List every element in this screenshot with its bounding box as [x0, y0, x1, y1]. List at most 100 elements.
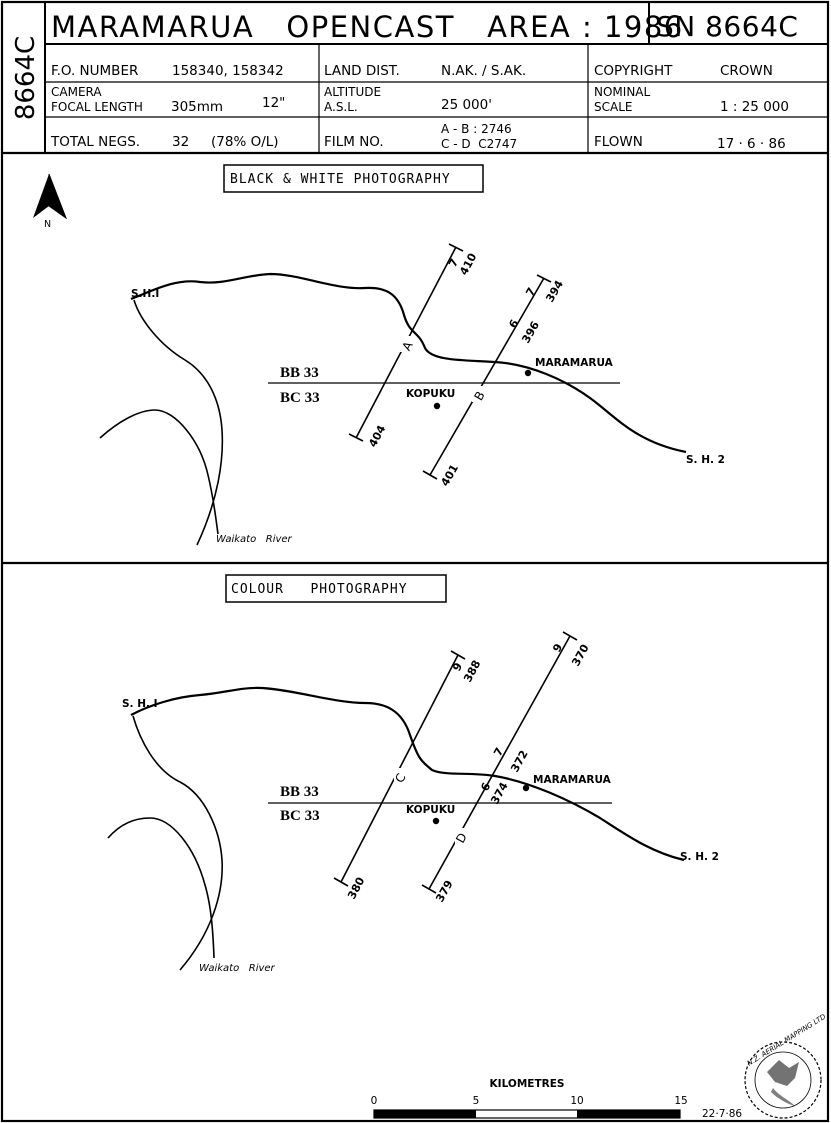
film-ab: A - B : 2746 [441, 122, 512, 136]
altitude-label: ALTITUDE [324, 85, 381, 99]
scale-tick-15: 15 [674, 1095, 687, 1107]
overlap-value: (78% O/L) [211, 134, 279, 150]
nominal-label: NOMINAL [594, 85, 651, 99]
scale-bar-segment-3 [577, 1110, 680, 1118]
colour-run-d-mid-run-1: 7 [491, 745, 506, 758]
stamp-ring [744, 1041, 822, 1119]
colour-run-c-top-run: 9 [450, 661, 465, 674]
colour-run-d-mid-run-2: 6 [478, 780, 493, 793]
colour-grid-bb: BB 33 [280, 784, 319, 800]
altitude-value: 25 000' [441, 97, 492, 113]
bw-river-label: Waikato River [216, 534, 293, 545]
fo-number-label: F.O. NUMBER [51, 63, 138, 79]
asl-label: A.S.L. [324, 100, 358, 114]
bw-river-bank-west [99, 409, 219, 535]
colour-title-box [225, 574, 447, 603]
colour-state-highway [130, 686, 685, 862]
bw-run-a-top-tick [448, 243, 464, 252]
colour-sh1-label: S. H. I [122, 698, 158, 710]
bw-sh2-label: S. H. 2 [686, 454, 725, 466]
colour-sh2-label: S. H. 2 [680, 851, 719, 863]
colour-panel: COLOUR PHOTOGRAPHY BB 33 BC 33 C 9 388 3… [107, 574, 719, 974]
sheet-title: MARAMARUA OPENCAST AREA : 1986 [51, 10, 684, 44]
colour-run-c-bottom-tick [333, 877, 349, 887]
colour-run-d-bottom-tick [421, 884, 437, 894]
north-arrow: N [33, 173, 68, 230]
bw-panel: BLACK & WHITE PHOTOGRAPHY BB 33 BC 33 A … [99, 164, 725, 546]
colour-maramarua-label: MARAMARUA [533, 774, 612, 786]
colour-run-d-line [428, 635, 571, 890]
bw-run-b-mid-frame: 396 [519, 319, 542, 346]
fo-number-value: 158340, 158342 [172, 63, 284, 79]
total-negs-value: 32 [172, 134, 189, 150]
north-arrow-left-half [33, 174, 49, 218]
colour-run-d-mid-frame-1: 372 [508, 748, 531, 774]
colour-run-d-label-gap [455, 828, 469, 844]
sheet-number: SN 8664C [656, 10, 798, 43]
camera-label: CAMERA [51, 85, 102, 99]
scale-bar-segment-1 [374, 1110, 476, 1118]
colour-run-d-top-tick [562, 631, 578, 641]
bw-run-a-bottom-tick [348, 433, 364, 442]
bw-state-highway [130, 272, 687, 454]
stamp-aircraft-icon [767, 1060, 799, 1086]
stamp-map-icon [771, 1088, 795, 1106]
bw-sh1-label: S.H.I [131, 288, 159, 300]
colour-river-label: Waikato River [199, 963, 276, 974]
bw-maramarua-point [524, 369, 532, 377]
focal-length-value: 305mm [171, 99, 223, 115]
bw-run-b-line [429, 277, 545, 476]
colour-run-c-bottom-frame: 380 [345, 875, 367, 902]
focal-length-inches: 12" [262, 95, 285, 111]
bw-title: BLACK & WHITE PHOTOGRAPHY [230, 172, 451, 187]
stamp-inner-ring [754, 1051, 812, 1109]
total-negs-label: TOTAL NEGS. [50, 134, 140, 150]
scale-tick-10: 10 [570, 1095, 583, 1107]
colour-run-c-top-frame: 388 [461, 658, 483, 684]
bw-run-b-top-run: 7 [523, 285, 538, 298]
film-cd: C - D C2747 [441, 137, 517, 151]
colour-river-bank-east [132, 715, 223, 971]
bw-maramarua-label: MARAMARUA [535, 357, 614, 369]
bw-run-a-top-frame: 410 [457, 251, 479, 278]
north-arrow-right-half [48, 173, 68, 220]
bw-run-b-top-frame: 394 [543, 278, 566, 305]
colour-run-d-top-frame: 370 [569, 642, 592, 669]
bw-run-b-bottom-frame: 401 [438, 462, 461, 488]
colour-kopuku-label: KOPUKU [406, 804, 455, 816]
scale-value: 1 : 25 000 [720, 99, 789, 115]
scale-bar: KILOMETRES 0 5 10 15 [371, 1078, 688, 1119]
bw-run-b-bottom-tick [422, 470, 438, 480]
flown-value: 17 · 6 · 86 [717, 136, 786, 152]
bw-run-b-top-tick [536, 274, 552, 283]
colour-run-d-bottom-frame: 379 [433, 878, 456, 904]
land-dist-label: LAND DIST. [324, 63, 400, 79]
copyright-value: CROWN [720, 63, 773, 79]
bw-run-a-bottom-frame: 404 [366, 423, 388, 450]
bw-grid-bc: BC 33 [280, 390, 320, 406]
land-dist-value: N.AK. / S.AK. [441, 63, 526, 79]
colour-run-d-top-run: 9 [550, 641, 565, 654]
bw-kopuku-label: KOPUKU [406, 388, 455, 400]
colour-grid-bc: BC 33 [280, 808, 320, 824]
scale-tick-5: 5 [473, 1095, 480, 1107]
film-no-label: FILM NO. [324, 134, 384, 150]
colour-run-c-label-gap [394, 768, 408, 784]
aerial-mapping-stamp: N.Z. AERIAL MAPPING LTD [744, 1012, 828, 1119]
bw-river-bank-east [133, 299, 224, 546]
bw-run-b-label-gap [472, 386, 486, 402]
colour-maramarua-point [522, 784, 530, 792]
north-label: N [44, 219, 51, 230]
footer-date: 22·7·86 [702, 1108, 742, 1120]
colour-kopuku-point [432, 817, 440, 825]
scale-bar-title: KILOMETRES [490, 1078, 565, 1090]
bw-grid-bb: BB 33 [280, 365, 319, 381]
scale-tick-0: 0 [371, 1095, 378, 1107]
flown-label: FLOWN [594, 134, 643, 150]
copyright-label: COPYRIGHT [594, 63, 673, 79]
bw-title-box [223, 164, 484, 193]
colour-run-c-top-tick [450, 650, 466, 660]
